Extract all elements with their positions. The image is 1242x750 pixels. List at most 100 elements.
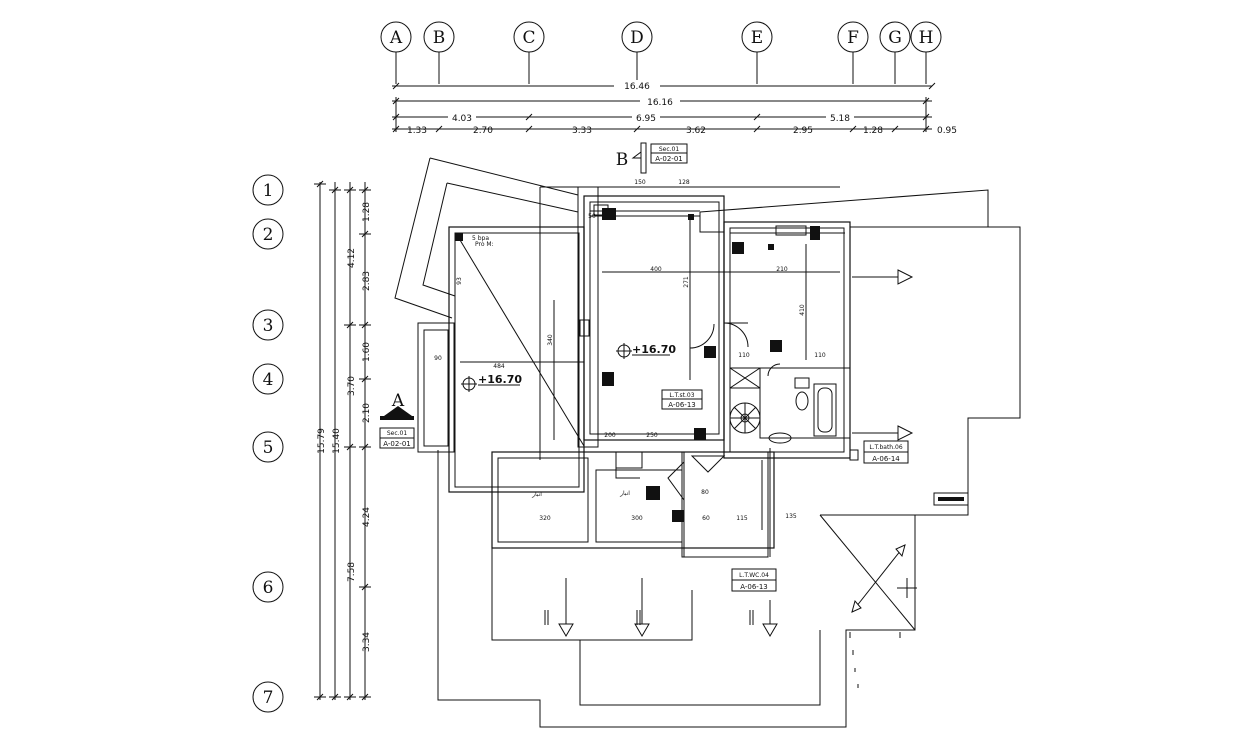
dim-row4-4: 3.62 xyxy=(686,126,706,136)
grid-bubble-H: H xyxy=(910,21,942,53)
interior-dim: 300 xyxy=(631,515,643,522)
misc-label-1: 5 bpa xyxy=(472,235,489,242)
grid-label-A: A xyxy=(389,28,403,48)
interior-dim: 90 xyxy=(434,355,442,362)
detail-ref-bath: L.T.bath.06 A-06-14 xyxy=(863,440,909,464)
interior-dim: 484 xyxy=(493,363,505,370)
section-b-letter: B xyxy=(616,150,629,170)
detail-ref-wc: L.T.WC.04 A-06-13 xyxy=(731,568,777,592)
left-dimension-chains: 15.79 15.40 4.12 3.70 7.58 1.28 2.83 1.6… xyxy=(314,180,372,701)
detail-ref-wc-sheet: A-06-13 xyxy=(740,583,768,591)
grid-bubble-E: E xyxy=(741,21,773,53)
dim-left-group-1: 4.12 xyxy=(347,248,357,268)
grid-bubble-F: F xyxy=(837,21,869,53)
dim-left-group-2: 3.70 xyxy=(347,376,357,396)
central-hall xyxy=(583,195,725,441)
bathroom xyxy=(759,367,851,439)
dim-left-detail-5: 4.24 xyxy=(362,507,372,527)
level-text-2: +16.70 xyxy=(478,373,522,386)
top-dimension-chains: 16.46 16.16 4.03 6.95 5.18 1.33 2.70 3.3… xyxy=(392,80,957,136)
detail-ref-wc-label: L.T.WC.04 xyxy=(739,572,769,579)
grid-label-4: 4 xyxy=(263,370,274,390)
section-b-label: Sec.01 xyxy=(659,146,680,153)
detail-ref-bath-label: L.T.bath.06 xyxy=(869,444,902,451)
misc-symbols xyxy=(615,468,969,688)
structural-columns xyxy=(455,208,782,522)
interior-dim: 340 xyxy=(547,334,554,346)
grid-label-6: 6 xyxy=(263,578,274,598)
level-text-1: +16.70 xyxy=(632,343,676,356)
grid-label-G: G xyxy=(888,28,902,48)
dim-row3-2: 6.95 xyxy=(636,114,656,124)
grid-label-7: 7 xyxy=(263,688,274,708)
grid-label-C: C xyxy=(522,28,535,48)
building-walls xyxy=(417,186,859,558)
level-marker-1: +16.70 xyxy=(616,343,676,359)
dim-overall-inner: 16.16 xyxy=(647,98,673,108)
interior-dim: 50 xyxy=(588,213,596,220)
right-room-outer xyxy=(723,221,851,459)
grid-bubble-6: 6 xyxy=(252,571,284,603)
interior-dim: 400 xyxy=(650,266,662,273)
grid-bubble-2: 2 xyxy=(252,218,284,250)
interior-dim: 93 xyxy=(456,277,463,285)
grid-label-E: E xyxy=(751,28,763,48)
row-grid-bubbles: 1 2 3 4 5 6 7 xyxy=(252,174,284,713)
dim-left-group-3: 7.58 xyxy=(347,562,357,582)
detail-ref-stair-label: L.T.st.03 xyxy=(669,392,694,399)
level-marker-2: +16.70 xyxy=(461,373,522,392)
grid-label-3: 3 xyxy=(263,316,274,336)
grid-bubble-C: C xyxy=(513,21,545,53)
grid-label-1: 1 xyxy=(263,181,274,201)
grid-bubble-4: 4 xyxy=(252,363,284,395)
grid-label-B: B xyxy=(433,28,446,48)
storage-block xyxy=(491,451,775,549)
grid-label-F: F xyxy=(847,28,859,48)
dim-overall-outer: 16.46 xyxy=(624,82,650,92)
detail-ref-bath-sheet: A-06-14 xyxy=(872,455,900,463)
dim-left-outer: 15.79 xyxy=(317,428,327,454)
dim-left-detail-3: 1.60 xyxy=(362,342,372,362)
dim-left-inner: 15.40 xyxy=(332,428,342,454)
interior-dim: 410 xyxy=(799,304,806,316)
interior-dim: 110 xyxy=(814,352,826,359)
dim-row3-1: 4.03 xyxy=(452,114,472,124)
interior-dim: 320 xyxy=(539,515,551,522)
direction-arrows xyxy=(544,269,917,637)
grid-label-H: H xyxy=(919,28,934,48)
interior-dim: 250 xyxy=(646,432,658,439)
grid-bubble-D: D xyxy=(621,21,653,53)
section-a-letter: A xyxy=(391,391,405,411)
grid-label-2: 2 xyxy=(263,225,274,245)
room-label-storage-2: انبار xyxy=(619,490,630,497)
dim-row3-3: 5.18 xyxy=(830,114,850,124)
grid-bubble-G: G xyxy=(879,21,911,53)
grid-bubble-A: A xyxy=(380,21,412,53)
interior-dim: 110 xyxy=(738,352,750,359)
section-marker-b: B Sec.01 A-02-01 xyxy=(616,142,688,174)
wall-plaque xyxy=(933,492,969,506)
interior-dim: 128 xyxy=(678,179,690,186)
interior-dim: 80 xyxy=(701,489,709,496)
grid-label-D: D xyxy=(630,28,644,48)
misc-label-2: Pro M: xyxy=(475,241,494,248)
section-a-label: Sec.01 xyxy=(387,430,408,437)
dim-row4-6: 1.28 xyxy=(863,126,883,136)
dim-left-detail-4: 2.10 xyxy=(362,403,372,423)
dim-row4-1: 1.33 xyxy=(407,126,427,136)
dim-row4-5: 2.95 xyxy=(793,126,813,136)
grid-bubble-7: 7 xyxy=(252,681,284,713)
interior-dim: 115 xyxy=(736,515,748,522)
section-marker-a: A Sec.01 A-02-01 xyxy=(379,391,415,449)
interior-dim: 271 xyxy=(683,276,690,288)
grid-bubble-1: 1 xyxy=(252,174,284,206)
section-a-sheet: A-02-01 xyxy=(383,440,411,448)
interior-dim: 200 xyxy=(604,432,616,439)
dim-left-detail-1: 1.28 xyxy=(362,202,372,222)
interior-dimensions: 400 271 110 110 410 210 484 320 300 340 … xyxy=(434,179,826,522)
interior-dim: 210 xyxy=(776,266,788,273)
bathtub xyxy=(813,383,837,437)
interior-dim: 135 xyxy=(785,513,797,520)
dim-row4-3: 3.33 xyxy=(572,126,592,136)
dim-row4-2: 2.70 xyxy=(473,126,493,136)
